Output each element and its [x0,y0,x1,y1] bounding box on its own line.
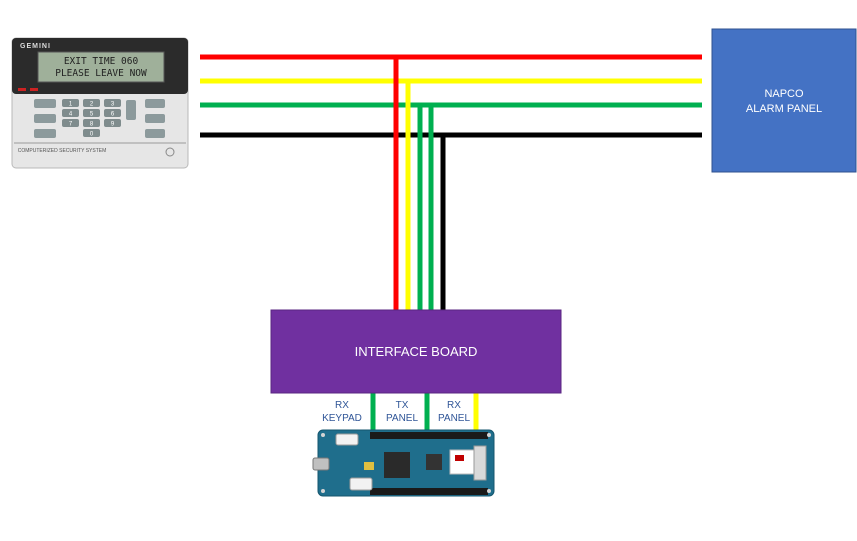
keypad-brand: GEMINI [20,43,51,50]
pin-label-rx-keypad-line1: RX [335,400,349,411]
pin-label-tx-panel-line1: TX [396,400,409,411]
keypad-footer: COMPUTERIZED SECURITY SYSTEM [18,148,107,154]
pin-label-rx-keypad-line2: KEYPAD [322,413,362,424]
pin-label-rx-panel-line2: PANEL [438,413,470,424]
gemini-keypad: GEMINI EXIT TIME 060 PLEASE LEAVE NOW 12… [12,38,188,168]
arduino-board [313,430,494,496]
keypad-display-line2: PLEASE LEAVE NOW [55,68,147,79]
napco-alarm-panel: NAPCO ALARM PANEL [712,29,856,172]
pin-label-rx-panel-line1: RX [447,400,461,411]
interface-board-label: INTERFACE BOARD [355,344,478,359]
keypad-display-line1: EXIT TIME 060 [64,56,139,67]
alarm-panel-line1: NAPCO [764,88,804,100]
pin-labels: RX KEYPAD TX PANEL RX PANEL [322,400,470,424]
alarm-panel-line2: ALARM PANEL [746,103,822,115]
pin-label-tx-panel-line2: PANEL [386,413,418,424]
interface-board: INTERFACE BOARD [271,310,561,393]
